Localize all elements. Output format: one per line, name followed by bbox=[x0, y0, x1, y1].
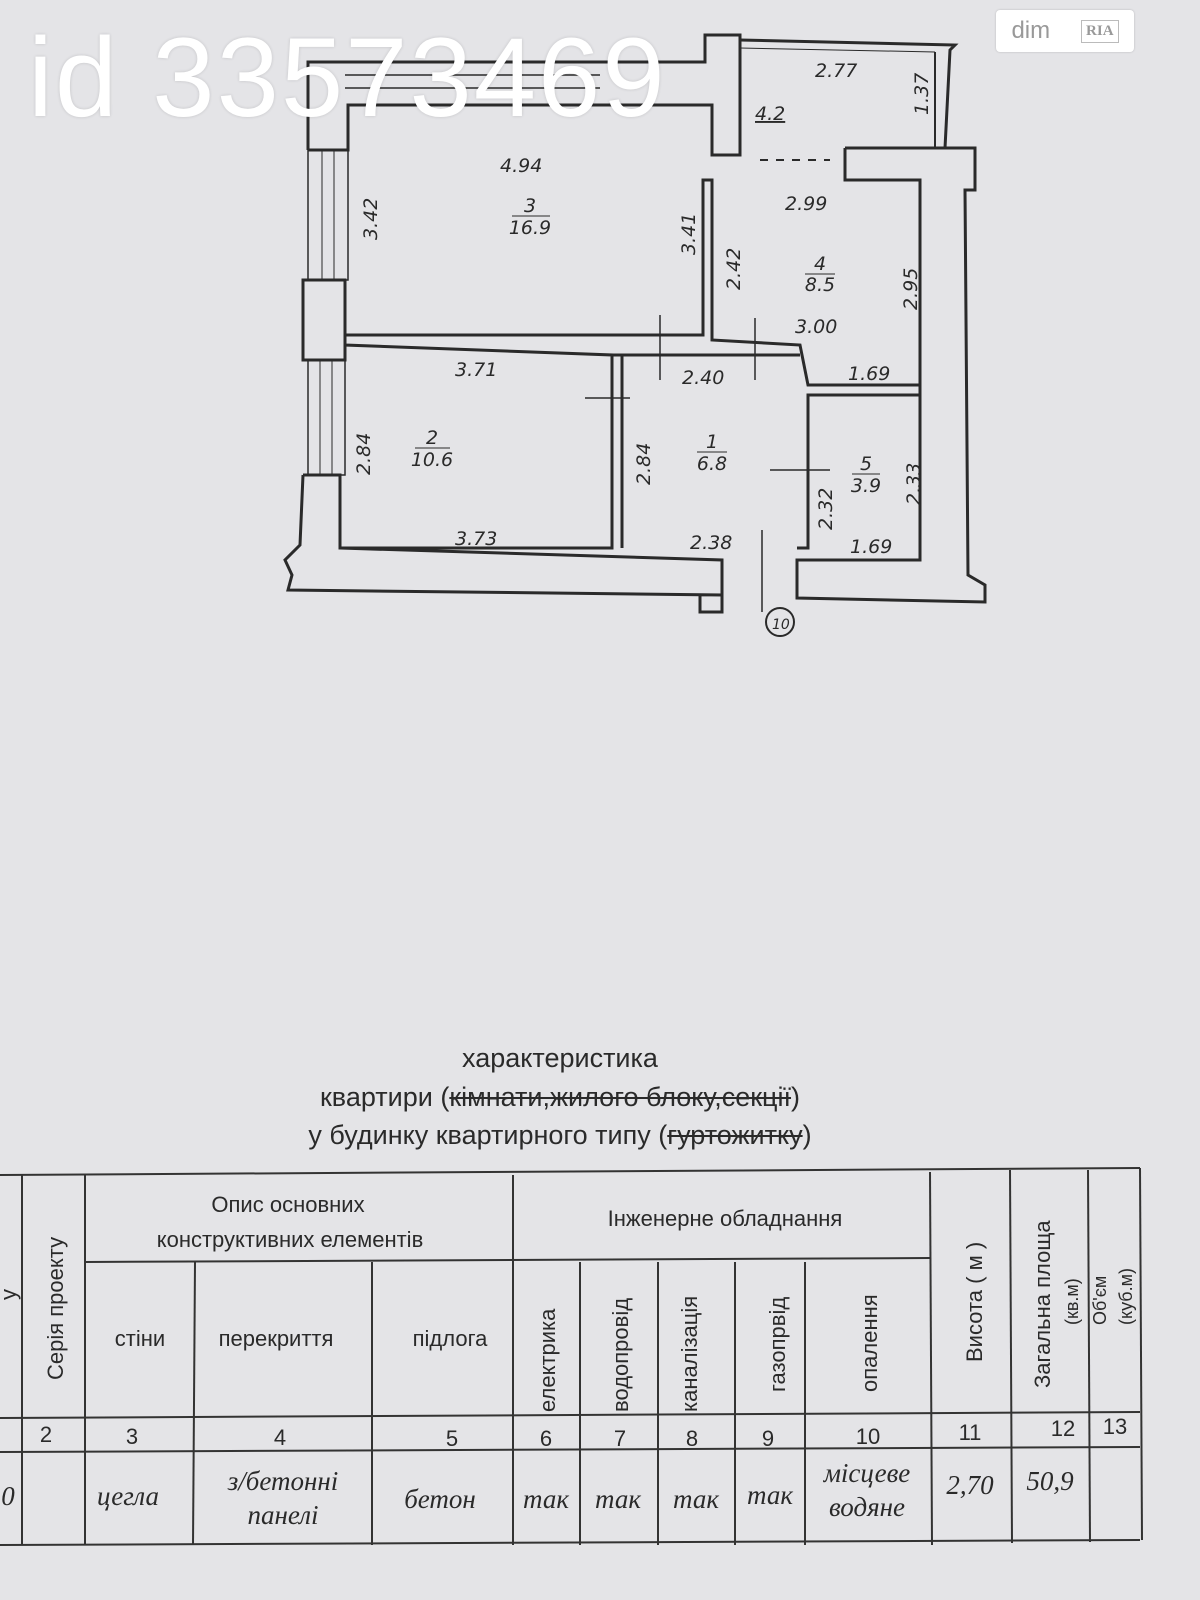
col-total-area: Загальна площа bbox=[1030, 1220, 1055, 1388]
dim: 4.94 bbox=[500, 155, 542, 177]
col-sewer: каналізація bbox=[677, 1296, 702, 1412]
dim: 2.95 bbox=[900, 268, 922, 310]
cell-gas: так bbox=[747, 1480, 793, 1510]
title-line3: у будинку квартирного типу (гуртожитку) bbox=[0, 1120, 1120, 1151]
axis-marker bbox=[765, 607, 795, 637]
cell-floor: бетон bbox=[404, 1484, 476, 1514]
dim: 2.32 bbox=[815, 488, 837, 530]
room-number: 3 bbox=[524, 195, 536, 217]
cell-water: так bbox=[595, 1484, 641, 1514]
room-area: 10.6 bbox=[411, 449, 453, 471]
cell-slab-line2: панелі bbox=[248, 1500, 319, 1530]
col-total-area-unit: (кв.м) bbox=[1062, 1278, 1082, 1325]
title-text: ) bbox=[791, 1082, 801, 1112]
cell-walls: цегла bbox=[97, 1481, 159, 1511]
dim: 2.77 bbox=[815, 60, 857, 82]
title-text: у будинку квартирного типу ( bbox=[308, 1120, 668, 1150]
cell-heating-line2: водяне bbox=[829, 1492, 905, 1522]
dim: 3.41 bbox=[678, 213, 700, 255]
dim: 3.73 bbox=[455, 528, 497, 550]
room-area: 3.9 bbox=[851, 475, 881, 497]
col-number: 6 bbox=[540, 1426, 552, 1451]
col-number: 7 bbox=[614, 1426, 626, 1451]
col-heating: опалення bbox=[857, 1294, 882, 1392]
cell-col1: 0 bbox=[1, 1481, 15, 1511]
col-height: Висота ( м ) bbox=[962, 1242, 987, 1362]
col-number: 5 bbox=[446, 1426, 458, 1451]
dim: 3.42 bbox=[360, 198, 382, 240]
column-numbers: 2 3 4 5 6 7 8 9 10 11 12 13 bbox=[40, 1414, 1127, 1451]
group-constr-line2: конструктивних елементів bbox=[157, 1227, 424, 1252]
cell-slab-line1: з/бетонні bbox=[227, 1466, 339, 1496]
group-engineering: Інженерне обладнання bbox=[608, 1206, 843, 1231]
room-number: 2 bbox=[426, 427, 438, 449]
col-series: Серія проекту bbox=[43, 1237, 68, 1380]
axis-label: 10 bbox=[772, 617, 790, 633]
col-volume-unit: (куб.м) bbox=[1116, 1268, 1136, 1325]
room-labels: 3 16.9 4 8.5 2 10.6 1 6.8 5 3.9 bbox=[411, 195, 881, 497]
title-text: ) bbox=[802, 1120, 812, 1150]
dim: 2.38 bbox=[690, 532, 732, 554]
title-text: квартири ( bbox=[319, 1082, 450, 1112]
col-walls: стіни bbox=[115, 1326, 165, 1351]
dim: 3.71 bbox=[455, 359, 497, 381]
dim: 1.37 bbox=[911, 73, 933, 115]
col-number: 11 bbox=[959, 1420, 982, 1445]
room-number: 5 bbox=[860, 453, 872, 475]
characteristics-table-grid bbox=[0, 1167, 1143, 1546]
group-constr-line1: Опис основних bbox=[211, 1192, 364, 1217]
cell-sewer: так bbox=[673, 1484, 719, 1514]
listing-id-watermark: id 33573469 bbox=[28, 15, 667, 140]
walls bbox=[283, 33, 987, 637]
dim: 4.2 bbox=[755, 103, 785, 125]
col-number: 8 bbox=[686, 1426, 698, 1451]
cell-height: 2,70 bbox=[946, 1470, 994, 1500]
room-area: 8.5 bbox=[805, 274, 835, 296]
col-gas: газопрвід bbox=[765, 1297, 790, 1392]
col-volume: Об'єм bbox=[1090, 1276, 1110, 1325]
cell-electric: так bbox=[523, 1484, 569, 1514]
title-line2: квартири (кімнати,жилого блоку,секції) bbox=[0, 1082, 1120, 1113]
room-number: 1 bbox=[706, 431, 718, 453]
dim: 1.69 bbox=[848, 363, 890, 385]
room-number: 4 bbox=[814, 253, 826, 275]
col-number: 4 bbox=[274, 1425, 286, 1450]
dim: 2.40 bbox=[682, 367, 724, 389]
col-number: 3 bbox=[126, 1424, 138, 1449]
dim: 3.00 bbox=[795, 316, 837, 338]
dim: 2.84 bbox=[353, 433, 375, 475]
title-struck-text: кімнати,жилого блоку,секції bbox=[449, 1082, 792, 1112]
room-area: 16.9 bbox=[509, 217, 551, 239]
room-area: 6.8 bbox=[697, 453, 727, 475]
col-slab: перекриття bbox=[219, 1326, 334, 1351]
dim: 2.33 bbox=[903, 463, 925, 505]
dimension-labels: 4.94 2.77 1.37 4.2 3.42 3.41 2.99 2.42 2… bbox=[353, 60, 933, 633]
dimria-logo: dim RIA bbox=[996, 10, 1134, 52]
dim: 2.84 bbox=[633, 443, 655, 485]
col-number: 12 bbox=[1051, 1416, 1075, 1441]
table-data-row: 0 цегла з/бетонні панелі бетон так так т… bbox=[1, 1458, 1074, 1530]
dim: 2.99 bbox=[785, 193, 827, 215]
col-floor: підлога bbox=[413, 1326, 488, 1351]
cell-area: 50,9 bbox=[1026, 1466, 1074, 1496]
col-electric: електрика bbox=[535, 1308, 560, 1412]
logo-dim: dim bbox=[1011, 17, 1051, 44]
dim: 1.69 bbox=[850, 536, 892, 558]
col-number: 2 bbox=[40, 1422, 52, 1447]
title-struck-text: гуртожитку bbox=[667, 1120, 803, 1150]
col-number: 10 bbox=[856, 1424, 880, 1449]
dim: 2.42 bbox=[723, 248, 745, 290]
title-line1: характеристика bbox=[462, 1043, 658, 1073]
col-number: 13 bbox=[1103, 1414, 1127, 1439]
cell-heating-line1: місцеве bbox=[823, 1458, 911, 1488]
col-water: водопровід bbox=[608, 1298, 633, 1412]
table-header: у Серія проекту Опис основних конструкти… bbox=[0, 1192, 1136, 1412]
col1-header-partial: у bbox=[0, 1289, 21, 1300]
col-number: 9 bbox=[762, 1426, 774, 1451]
logo-ria: RIA bbox=[1081, 19, 1119, 43]
